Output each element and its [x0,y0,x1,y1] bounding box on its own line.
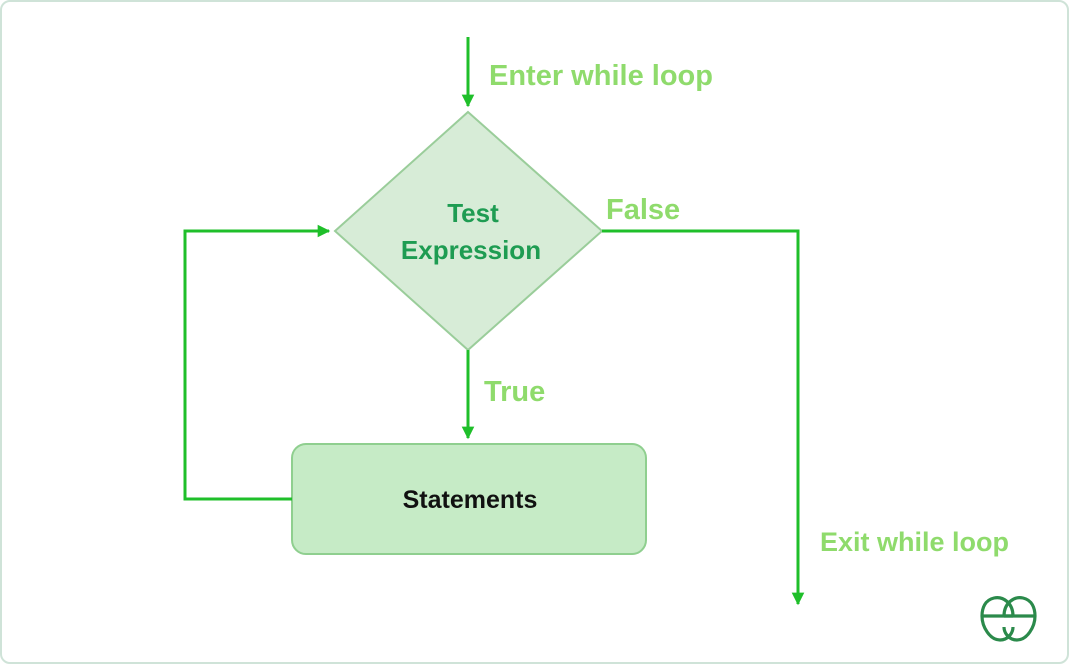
decision-label-line2: Expression [401,235,541,265]
geeksforgeeks-logo-icon [980,596,1037,642]
decision-diamond [333,110,604,352]
false-exit-arrow [602,229,805,606]
exit-label: Exit while loop [820,527,1009,557]
statements-label: Statements [403,486,538,514]
loop-back-arrow [183,224,331,501]
decision-label-line1: Test [447,198,499,228]
entry-label: Enter while loop [489,60,713,92]
true-label: True [484,376,545,408]
false-label: False [606,194,680,226]
